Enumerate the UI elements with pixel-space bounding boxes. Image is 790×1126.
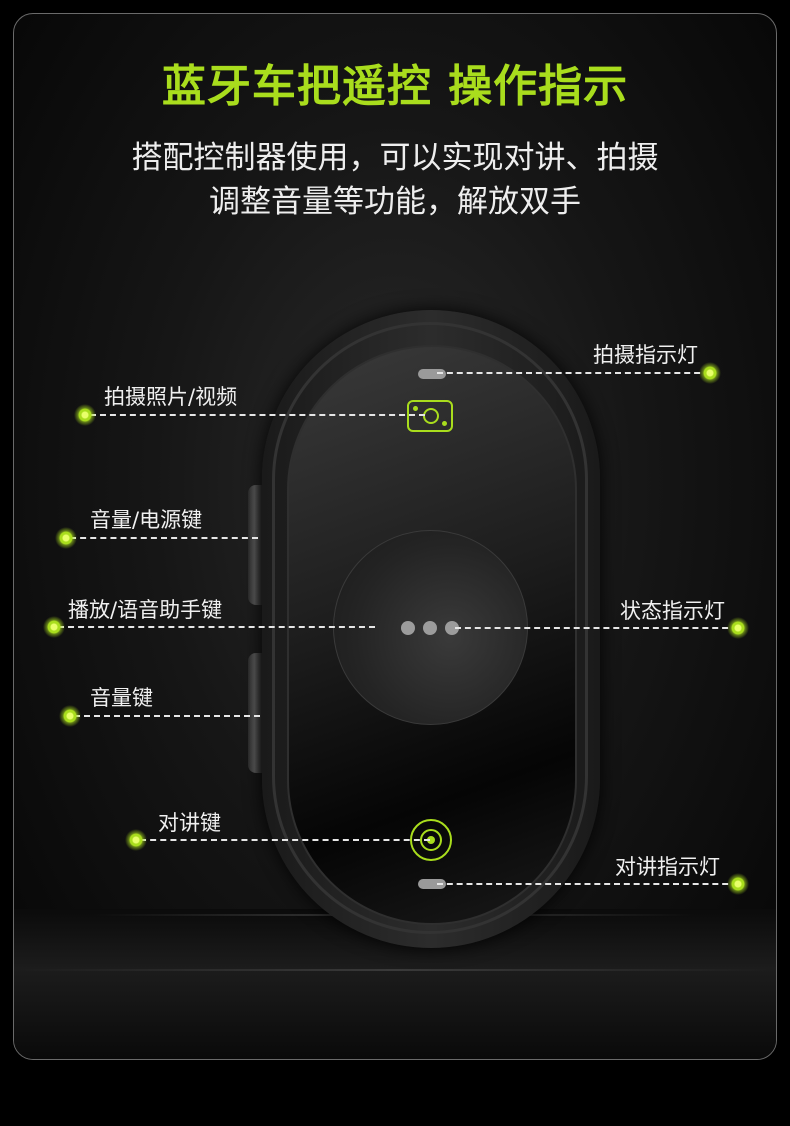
label-talk-led: 对讲指示灯 xyxy=(615,855,720,879)
callout-dot-icon xyxy=(727,873,749,895)
status-led-dot xyxy=(445,621,459,635)
label-photo-video: 拍摄照片/视频 xyxy=(104,385,238,409)
subtitle-line-2: 调整音量等功能，解放双手 xyxy=(209,184,581,220)
photo-indicator-led xyxy=(418,369,446,379)
callout-line xyxy=(455,627,738,629)
callout-line xyxy=(437,372,710,374)
page-title: 蓝牙车把遥控 操作指示 xyxy=(161,61,629,112)
label-status-led: 状态指示灯 xyxy=(620,599,725,623)
label-volume-power: 音量/电源键 xyxy=(90,508,203,532)
floor-highlight xyxy=(14,969,774,971)
callout-line xyxy=(90,414,425,416)
label-talk: 对讲键 xyxy=(158,811,221,835)
callout-dot-icon xyxy=(125,829,147,851)
callout-line xyxy=(437,883,738,885)
callout-dot-icon xyxy=(727,617,749,639)
camera-icon xyxy=(407,400,453,432)
callout-dot-icon xyxy=(699,362,721,384)
label-play-voice: 播放/语音助手键 xyxy=(68,598,223,622)
status-led-dot xyxy=(401,621,415,635)
callout-dot-icon xyxy=(55,527,77,549)
callout-dot-icon xyxy=(43,616,65,638)
callout-line xyxy=(140,839,430,841)
callout-line xyxy=(58,626,375,628)
talk-indicator-led xyxy=(418,879,446,889)
callout-line xyxy=(74,715,260,717)
label-volume: 音量键 xyxy=(90,686,153,710)
callout-line xyxy=(70,537,258,539)
callout-dot-icon xyxy=(59,705,81,727)
volume-power-side-button xyxy=(248,485,264,605)
subtitle-line-1: 搭配控制器使用，可以实现对讲、拍摄 xyxy=(131,140,659,176)
status-led-dot xyxy=(423,621,437,635)
callout-dot-icon xyxy=(74,404,96,426)
volume-side-button xyxy=(248,653,264,773)
label-photo-led: 拍摄指示灯 xyxy=(593,343,698,367)
